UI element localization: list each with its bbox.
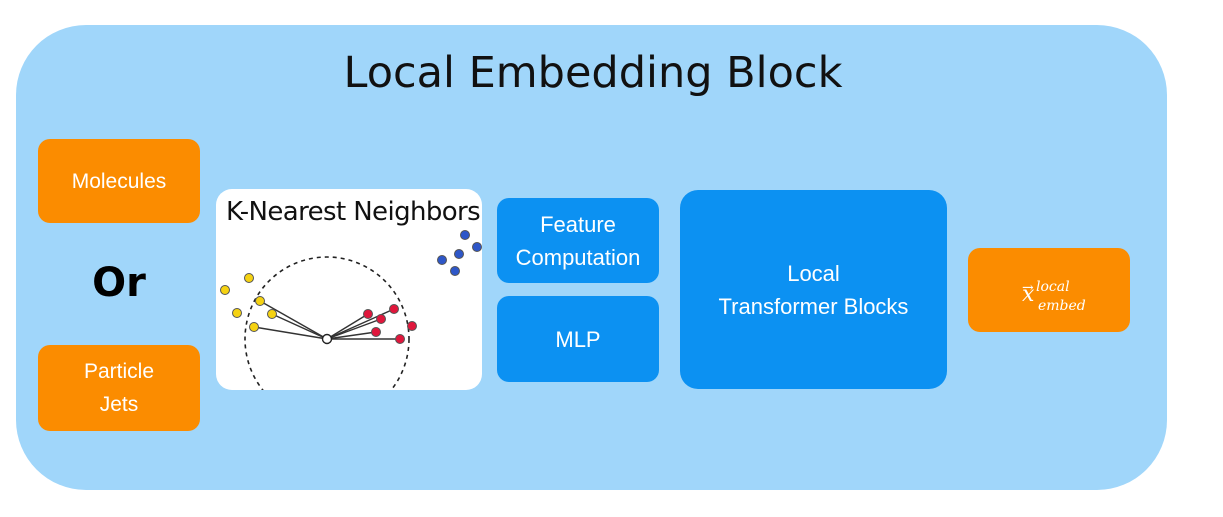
feature-computation-box: Feature Computation xyxy=(497,198,659,283)
molecules-label: Molecules xyxy=(71,169,167,193)
red-point xyxy=(395,334,405,344)
transformer-label-line2: Transformer Blocks xyxy=(718,293,909,319)
superscript-local: local xyxy=(1036,279,1070,295)
edge xyxy=(259,300,328,340)
red-points xyxy=(363,304,417,344)
edge xyxy=(326,308,395,340)
or-label: Or xyxy=(92,260,146,306)
neighbor-edges xyxy=(253,300,400,340)
navy-points xyxy=(437,230,482,276)
navy-point xyxy=(450,266,460,276)
neighborhood-circle xyxy=(244,256,410,390)
edge xyxy=(326,313,369,340)
red-point xyxy=(389,304,399,314)
yellow-point xyxy=(244,273,254,283)
particle-label-line1: Particle xyxy=(83,360,155,383)
feature-label-line1: Feature xyxy=(540,211,616,237)
molecules-box: Molecules xyxy=(38,139,200,223)
yellow-point xyxy=(249,322,259,332)
particle-jets-box: Particle Jets xyxy=(38,345,200,431)
mlp-label: MLP xyxy=(555,326,601,352)
edge xyxy=(326,318,382,340)
red-point xyxy=(407,321,417,331)
navy-point xyxy=(472,242,482,252)
navy-point xyxy=(460,230,470,240)
particle-label-line2: Jets xyxy=(99,393,139,416)
local-transformer-blocks-box: Local Transformer Blocks xyxy=(680,190,947,389)
local-embedding-symbol: → x local embed xyxy=(1014,270,1086,314)
mlp-box: MLP xyxy=(497,296,659,382)
vector-arrow: → xyxy=(1022,280,1034,296)
query-point xyxy=(321,333,333,345)
red-point xyxy=(376,314,386,324)
navy-point xyxy=(437,255,447,265)
transformer-label-line1: Local xyxy=(787,260,840,286)
navy-point xyxy=(454,249,464,259)
subscript-embed: embed xyxy=(1038,298,1086,314)
edge xyxy=(326,331,377,340)
yellow-point xyxy=(255,296,265,306)
local-embedding-output-box: → x local embed xyxy=(968,248,1130,332)
edge xyxy=(271,313,328,340)
knn-illustration xyxy=(220,230,482,390)
yellow-point xyxy=(267,309,277,319)
red-point xyxy=(363,309,373,319)
yellow-point xyxy=(220,285,230,295)
red-point xyxy=(371,327,381,337)
yellow-points xyxy=(220,273,277,332)
yellow-point xyxy=(232,308,242,318)
diagram-title: Local Embedding Block xyxy=(343,48,843,98)
knn-panel: K-Nearest Neighbors xyxy=(216,189,482,390)
knn-title: K-Nearest Neighbors xyxy=(226,197,481,227)
edge xyxy=(253,326,328,340)
feature-label-line2: Computation xyxy=(515,244,641,270)
vector-x: x xyxy=(1022,282,1035,307)
